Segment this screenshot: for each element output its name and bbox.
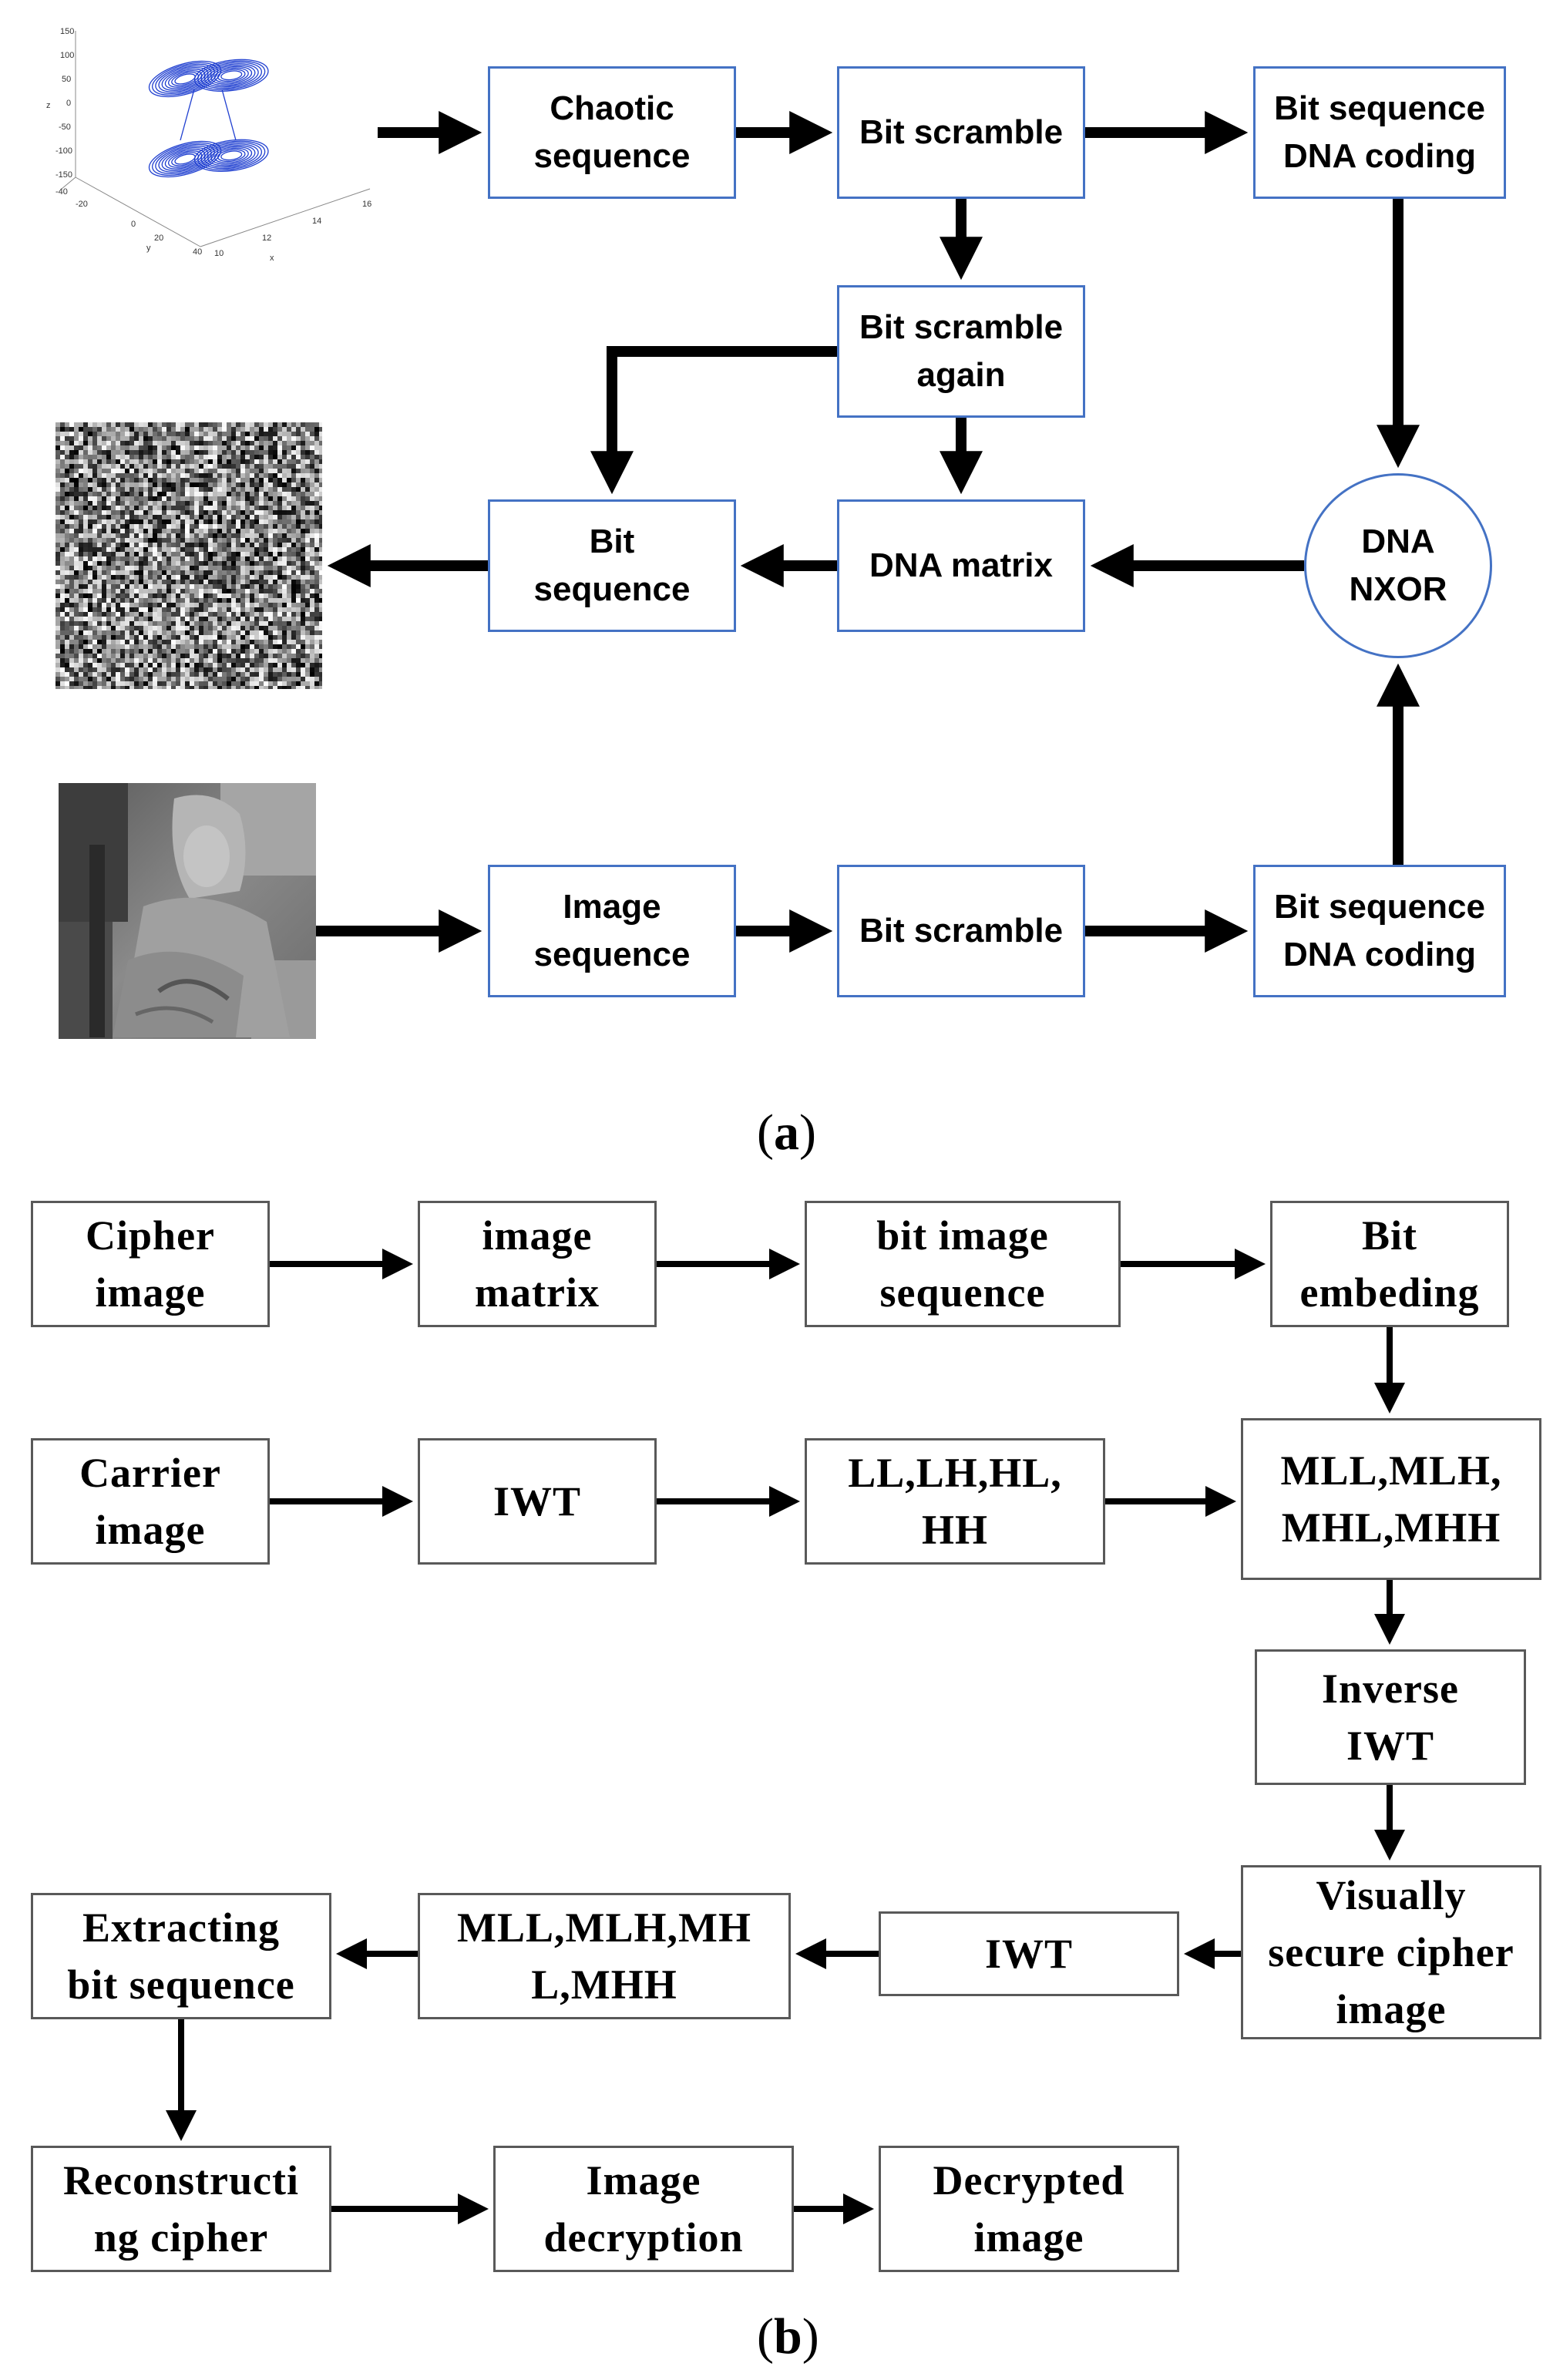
x-tick-label: 14 [312,217,321,226]
attractor-loop [171,152,199,166]
z-tick-label: -100 [55,146,72,156]
z-tick-label: 0 [66,99,71,108]
y-tick-label: 40 [193,247,202,257]
image-matrix-box: image matrix [418,1201,657,1327]
z-tick-label: -150 [55,170,72,180]
z-tick-label: 50 [62,75,71,84]
x-tick-label: 10 [214,249,224,258]
attractor-loop [148,140,222,178]
bit-scramble-again-box: Bit scramble again [837,285,1085,418]
attractor-loop [200,142,263,170]
ll-lh-hl-hh-box: LL,LH,HL, HH [805,1438,1105,1565]
dna-nxor-node: DNA NXOR [1304,473,1492,658]
chaotic-attractor-plot: 150 100 50 0 -50 -100 -150 z -40 -20 0 2… [46,27,371,263]
reconstructing-cipher-box: Reconstructi ng cipher [31,2146,331,2272]
attractor-link [221,89,237,141]
noise-cipher-image [55,422,322,689]
z-tick-label: -50 [59,123,71,132]
carrier-image-box: Carrier image [31,1438,270,1565]
attractor-loop [155,143,215,174]
x-axis-label: x [270,254,274,263]
arrow [590,346,837,495]
chaotic-sequence-box: Chaotic sequence [488,66,736,199]
iwt-box: IWT [879,1911,1179,1996]
dna-matrix-box: DNA matrix [837,499,1085,632]
y-tick-label: 20 [154,234,163,243]
y-tick-label: -40 [55,187,68,197]
x-tick-label: 12 [262,234,271,243]
y-tick-label: 0 [131,220,136,229]
attractor-loop [200,62,263,89]
attractor-link [180,89,195,141]
z-tick-label: 150 [60,27,74,36]
bit-scramble-box: Bit scramble [837,66,1085,199]
attractor-loop [203,63,259,88]
attractor-loop [152,142,219,176]
attractor-loop [148,60,222,98]
iwt-box: IWT [418,1438,657,1565]
attractor-loop [155,63,215,94]
image-sequence-box: Image sequence [488,865,736,997]
bit-image-sequence-box: bit image sequence [805,1201,1121,1327]
original-photo-image [59,783,316,1039]
image-decryption-box: Image decryption [493,2146,794,2272]
x-tick-label: 16 [362,200,371,209]
attractor-loop [167,70,203,88]
attractor-loop [193,59,269,92]
attractor-loop [152,62,219,96]
bit-sequence-dna-coding-box: Bit sequence DNA coding [1253,865,1506,997]
attractor-loop [197,60,266,91]
attractor-loop [197,140,266,171]
y-tick-label: -20 [76,200,88,209]
attractor-loop [158,65,212,92]
attractor-loop [158,145,212,173]
z-axis-label: z [46,101,51,110]
mll-mlh-mh-l-mhh-box: MLL,MLH,MH L,MHH [418,1893,791,2019]
attractor-loop [193,139,269,172]
visually-secure-cipher-image-box: Visually secure cipher image [1241,1865,1541,2039]
decrypted-image-box: Decrypted image [879,2146,1179,2272]
attractor-loop [167,150,203,168]
attractor-loop [171,72,199,86]
panel-b-label: (b) [757,2308,819,2365]
z-tick-label: 100 [60,51,74,60]
attractor-loop [220,70,243,81]
attractor-loop [220,150,243,161]
attractor-loop [203,143,259,168]
inverse-iwt-box: Inverse IWT [1255,1649,1526,1785]
cipher-image-box: Cipher image [31,1201,270,1327]
bit-sequence-box: Bit sequence [488,499,736,632]
mll-mlh-mhl-mhh-box: MLL,MLH, MHL,MHH [1241,1418,1541,1580]
extracting-bit-sequence-box: Extracting bit sequence [31,1893,331,2019]
bit-scramble-box: Bit scramble [837,865,1085,997]
bit-embeding-box: Bit embeding [1270,1201,1509,1327]
bit-sequence-dna-coding-box: Bit sequence DNA coding [1253,66,1506,199]
panel-a-label: (a) [757,1104,816,1161]
y-axis-label: y [146,244,151,253]
